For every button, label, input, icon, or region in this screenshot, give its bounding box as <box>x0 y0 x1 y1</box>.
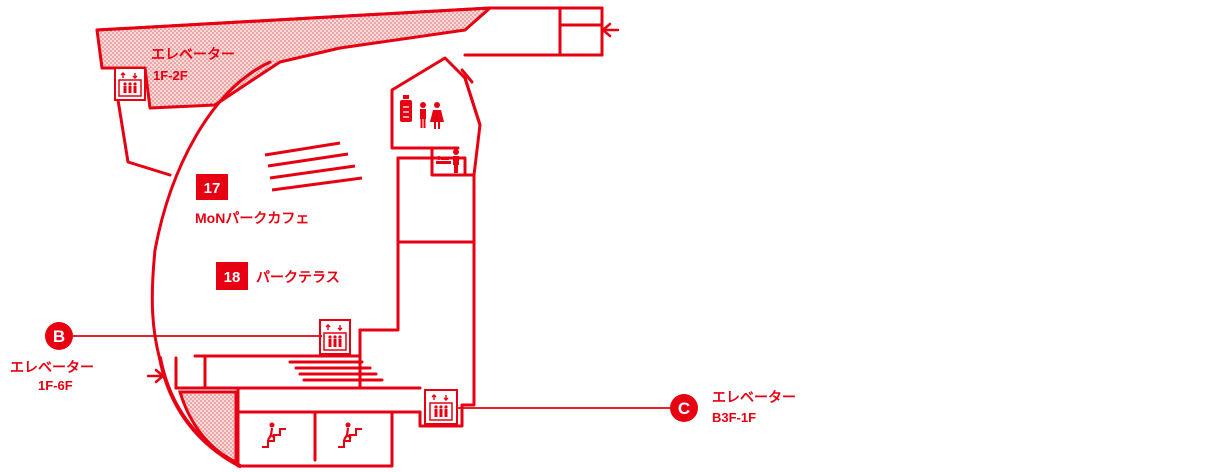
spot-17-name: MoNパークカフェ <box>195 210 309 226</box>
marker-b: B <box>45 322 73 350</box>
elevator-top-name: エレベーター <box>151 46 235 62</box>
marker-c: C <box>670 394 698 422</box>
elevator-c-name: エレベーター <box>712 389 796 405</box>
restroom-icon <box>420 102 444 129</box>
elevator-b-floors: 1F-6F <box>38 378 73 393</box>
stairs-icon <box>262 422 286 448</box>
diaper-changing-icon <box>436 149 459 173</box>
spot-18[interactable]: 18 <box>216 262 248 290</box>
elevator-top-floors: 1F-2F <box>153 68 188 83</box>
elevator-c-floors: B3F-1F <box>712 410 756 425</box>
elevator-icon <box>319 319 351 355</box>
lower-hatched-zone <box>177 390 238 465</box>
spot-18-name: パークテラス <box>256 269 340 285</box>
marker-c-label: C <box>678 399 690 418</box>
entrance-arrow-icon <box>601 22 620 38</box>
elevator-icon <box>114 67 146 101</box>
entrance-arrow-icon <box>146 368 165 384</box>
elevator-b-name: エレベーター <box>10 359 94 375</box>
cafe-counter <box>264 141 363 192</box>
spot-17[interactable]: 17 <box>196 174 228 200</box>
marker-b-label: B <box>53 327 65 346</box>
stairs-icon <box>338 422 362 448</box>
spot-17-number: 17 <box>204 180 221 197</box>
spot-18-number: 18 <box>224 269 241 286</box>
elevator-icon <box>424 389 458 425</box>
baby-bottle-icon <box>400 95 412 122</box>
